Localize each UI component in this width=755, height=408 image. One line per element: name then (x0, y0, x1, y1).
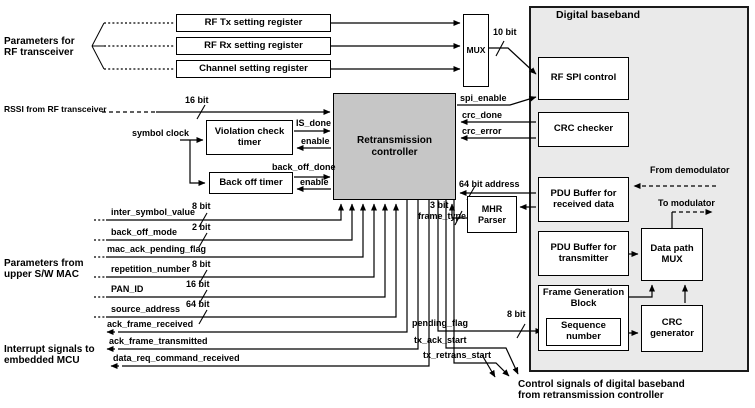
pan-id-width-label: 16 bit (186, 279, 210, 289)
spi-enable-label: spi_enable (460, 93, 507, 103)
tx-retrans-start-label: tx_retrans_start (423, 350, 492, 360)
enable-label-1: enable (301, 136, 330, 146)
enable-label-2: enable (300, 177, 329, 187)
sequence-number-label-1: Sequence (561, 320, 606, 332)
symbol-clock-label: symbol clock (132, 128, 190, 138)
interrupt-label-line2: embedded MCU (4, 355, 80, 366)
mac-ack-pending-flag-label: mac_ack_pending_flag (107, 244, 207, 254)
crc-generator-label-2: generator (650, 327, 694, 339)
crc-checker-label: CRC checker (553, 123, 614, 135)
channel-setting-register-box: Channel setting register (176, 60, 331, 78)
rf-rx-setting-register-label: RF Rx setting register (204, 39, 303, 51)
rf-rx-setting-register-box: RF Rx setting register (176, 37, 331, 55)
retransmission-controller-label-1: Retransmission (356, 135, 433, 147)
crc-generator-box: CRC generator (641, 305, 703, 352)
mux-output-wire (489, 40, 537, 75)
ack-frame-received-label: ack_frame_received (107, 319, 194, 329)
crc-checker-box: CRC checker (538, 112, 629, 147)
sequence-number-box: Sequence number (546, 318, 621, 346)
mac-parameter-wires (94, 203, 399, 325)
sequence-number-label-2: number (566, 331, 601, 342)
back-off-mode-label: back_off_mode (111, 227, 178, 237)
data-req-command-received-label: data_req_command_received (113, 353, 240, 363)
source-address-width-label: 64 bit (186, 299, 210, 309)
params-rf-label-line1: Parameters for (4, 36, 75, 47)
inter-symbol-width-label: 8 bit (192, 201, 211, 211)
from-demodulator-label: From demodulator (650, 165, 730, 175)
mhr-parser-box: MHR Parser (467, 196, 517, 233)
violation-check-timer-box: Violation check timer (206, 120, 293, 155)
pan-id-label: PAN_ID (111, 284, 144, 294)
rf-params-brace-wires (91, 22, 175, 70)
rf-tx-setting-register-label: RF Tx setting register (204, 16, 303, 28)
symbol-clock-wires (180, 137, 206, 186)
interrupt-label-line1: Interrupt signals to (4, 344, 95, 355)
control-signals-label: Control signals of digital baseband from… (518, 379, 685, 401)
violation-check-timer-label-1: Violation check (214, 125, 285, 137)
retransmission-controller-box: Retransmission controller (333, 93, 456, 200)
frame-generation-label-1: Frame Generation (542, 287, 625, 298)
params-mac-label: Parameters from upper S/W MAC (4, 258, 83, 280)
rssi-width-label: 16 bit (185, 95, 209, 105)
rssi-label: RSSI from RF transceiver (4, 104, 107, 114)
interrupt-wires (106, 200, 430, 369)
frame-generation-label-2: Block (570, 297, 597, 309)
frame-type-label: frame_type (418, 211, 467, 221)
back-off-done-label: back_off_done (272, 162, 336, 172)
digital-baseband-title: Digital baseband (556, 9, 641, 21)
to-modulator-label: To modulator (658, 198, 715, 208)
interrupt-label: Interrupt signals to embedded MCU (4, 344, 95, 366)
crc-status-wires (460, 119, 536, 141)
ack-frame-transmitted-label: ack_frame_transmitted (109, 336, 208, 346)
mhr-parser-label-2: Parser (477, 214, 507, 225)
crc-error-label: crc_error (462, 126, 502, 136)
rf-spi-control-label: RF SPI control (550, 72, 617, 84)
is-done-label: IS_done (296, 118, 332, 128)
control-signals-label-line2: from retransmission controller (518, 390, 664, 401)
violation-check-timer-label-2: timer (237, 136, 262, 148)
data-path-mux-box: Data path MUX (641, 228, 703, 281)
back-off-mode-width-label: 2 bit (192, 222, 211, 232)
mux-box: MUX (463, 14, 489, 87)
frame-type-width-label: 3 bit (430, 200, 449, 210)
pdu-buffer-transmitter-box: PDU Buffer for transmitter (538, 231, 629, 276)
mhr-parser-label-1: MHR (481, 204, 503, 215)
pending-flag-width-label: 8 bit (507, 309, 526, 319)
repetition-number-label: repetition_number (111, 264, 191, 274)
control-signals-label-line1: Control signals of digital baseband (518, 379, 685, 390)
params-rf-label-line2: RF transceiver (4, 47, 74, 58)
spi-enable-wire (457, 96, 537, 106)
pdu-buffer-received-label-1: PDU Buffer for (550, 187, 617, 199)
channel-setting-register-label: Channel setting register (199, 62, 308, 74)
address-width-label: 64 bit address (459, 179, 520, 189)
mux-label: MUX (466, 44, 486, 55)
controller-output-wires (437, 200, 543, 378)
params-mac-label-line1: Parameters from (4, 258, 84, 269)
back-off-timer-label: Back off timer (219, 176, 283, 188)
repetition-width-label: 8 bit (192, 259, 211, 269)
inter-symbol-value-label: inter_symbol_value (111, 207, 196, 217)
pending-flag-label: pending_flag (412, 318, 468, 328)
data-path-mux-label-2: MUX (661, 253, 683, 265)
params-mac-label-line2: upper S/W MAC (4, 269, 79, 280)
pdu-buffer-received-label-2: received data (553, 198, 614, 210)
pdu-buffer-received-box: PDU Buffer for received data (538, 177, 629, 222)
tx-ack-start-label: tx_ack_start (414, 335, 467, 345)
rf-tx-setting-register-box: RF Tx setting register (176, 14, 331, 32)
pdu-buffer-transmitter-label-2: transmitter (558, 252, 609, 264)
back-off-timer-box: Back off timer (209, 172, 293, 194)
data-path-mux-label-1: Data path (650, 242, 694, 254)
crc-done-label: crc_done (462, 110, 503, 120)
source-address-label: source_address (111, 304, 181, 314)
rssi-wire (102, 104, 331, 120)
pdu-buffer-transmitter-label-1: PDU Buffer for (550, 241, 617, 253)
timer-handshake-wires (294, 128, 331, 192)
params-rf-label: Parameters for RF transceiver (4, 36, 75, 58)
retransmission-controller-label-2: controller (371, 146, 418, 158)
crc-generator-label-1: CRC (661, 316, 683, 328)
mux-width-label: 10 bit (493, 27, 517, 37)
rf-spi-control-box: RF SPI control (538, 57, 629, 100)
register-to-mux-wires (331, 20, 461, 72)
